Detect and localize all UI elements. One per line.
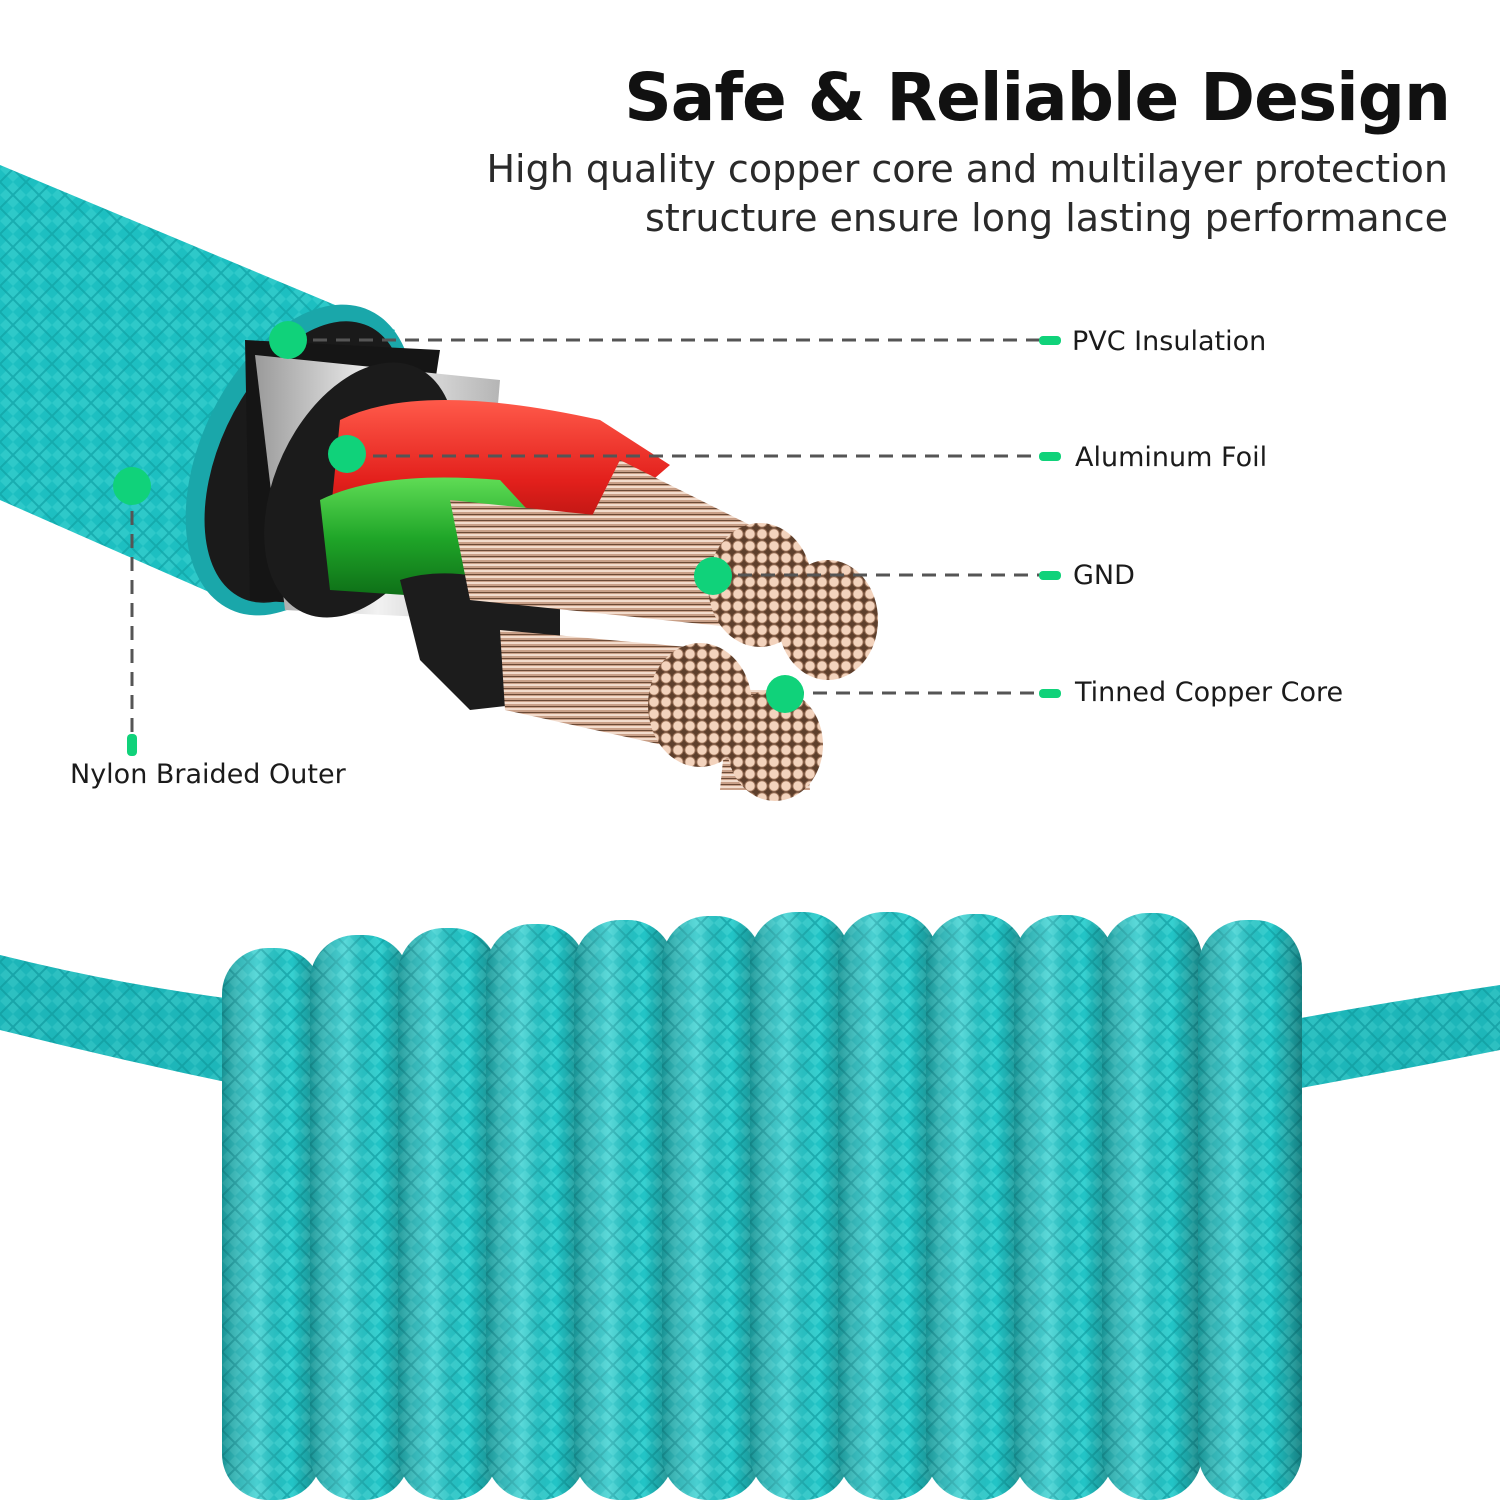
nylon-marker-end	[127, 734, 137, 756]
subtitle-line-2: structure ensure long lasting performanc…	[645, 196, 1448, 240]
tinned-copper-core-label: Tinned Copper Core	[1075, 677, 1344, 708]
cable-cross-section	[0, 165, 878, 801]
copper-marker-dot	[766, 675, 804, 713]
pvc-marker-end	[1039, 336, 1061, 345]
gnd-marker-end	[1039, 571, 1061, 580]
foil-marker-end	[1039, 452, 1061, 461]
nylon-braided-outer-label: Nylon Braided Outer	[70, 759, 346, 790]
aluminum-foil-label: Aluminum Foil	[1075, 442, 1268, 473]
coiled-cable	[0, 912, 1500, 1500]
page-subtitle: High quality copper core and multilayer …	[486, 145, 1448, 243]
gnd-marker-dot	[694, 557, 732, 595]
nylon-marker-dot	[113, 467, 151, 505]
copper-marker-end	[1039, 689, 1061, 698]
pvc-marker-dot	[269, 321, 307, 359]
leader-lines	[130, 338, 1040, 735]
subtitle-line-1: High quality copper core and multilayer …	[486, 147, 1448, 191]
page-title: Safe & Reliable Design	[624, 59, 1451, 136]
foil-marker-dot	[328, 435, 366, 473]
gnd-label: GND	[1073, 560, 1135, 591]
pvc-insulation-label: PVC Insulation	[1072, 326, 1267, 357]
